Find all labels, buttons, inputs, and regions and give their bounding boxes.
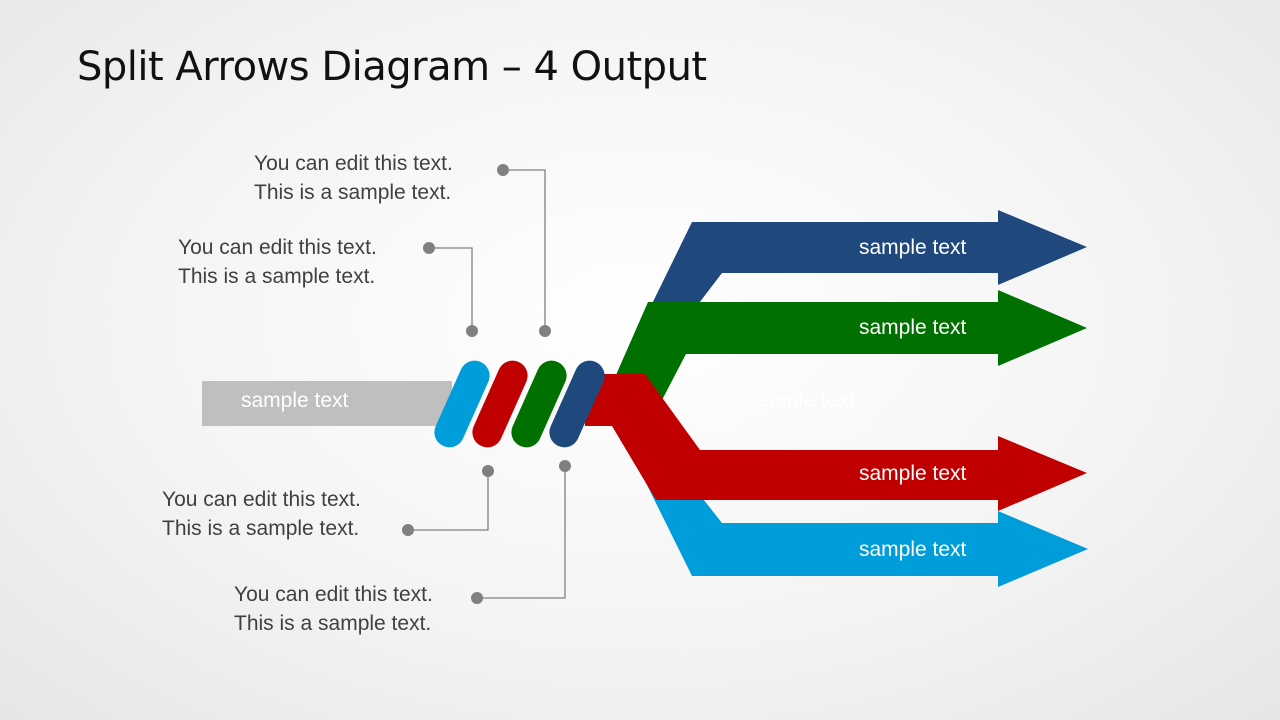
output-label-red: sample text	[859, 462, 967, 485]
connector-dot	[402, 524, 414, 536]
callout-line: This is a sample text.	[178, 265, 376, 288]
connector-lines	[408, 169, 566, 599]
callout-1: You can edit this text. This is a sample…	[254, 149, 453, 207]
connector-line-4	[477, 466, 566, 599]
output-arrow-cyan	[605, 400, 1088, 587]
connector-line-3	[408, 471, 489, 531]
twist-bands	[434, 360, 605, 448]
output-label-cyan: sample text	[859, 538, 967, 561]
output-label-green: sample text	[859, 316, 967, 339]
connector-dot	[466, 325, 478, 337]
output-arrow-blue	[605, 210, 1087, 400]
callout-line: You can edit this text.	[254, 152, 453, 175]
twist-band-blue	[549, 360, 605, 448]
twist-band-red	[472, 360, 528, 448]
callout-2: You can edit this text. This is a sample…	[178, 233, 377, 291]
callout-line: This is a sample text.	[234, 612, 432, 635]
callout-line: This is a sample text.	[254, 181, 452, 204]
connector-dot	[482, 465, 494, 477]
connector-line-1	[503, 169, 546, 331]
page-title: Split Arrows Diagram – 4 Output	[77, 44, 707, 90]
output-label-blue: sample text	[859, 236, 967, 259]
connector-dot	[471, 592, 483, 604]
callout-4: You can edit this text. This is a sample…	[234, 580, 433, 638]
output-arrow-red	[585, 374, 1087, 511]
input-bar	[202, 381, 452, 426]
connector-dot	[497, 164, 509, 176]
connector-dot	[559, 460, 571, 472]
twist-band-green	[511, 360, 567, 448]
connector-dot	[539, 325, 551, 337]
twist-band-cyan	[434, 360, 490, 448]
callout-3: You can edit this text. This is a sample…	[162, 485, 361, 543]
callout-line: This is a sample text.	[162, 517, 360, 540]
output-arrow-green	[605, 290, 1087, 400]
input-label: sample text	[241, 389, 349, 412]
callout-line: You can edit this text.	[178, 236, 377, 259]
connector-dot	[423, 242, 435, 254]
connector-line-2	[429, 247, 473, 331]
center-label: sample text	[747, 389, 855, 412]
callout-line: You can edit this text.	[162, 488, 361, 511]
connector-dots	[402, 164, 571, 604]
callout-line: You can edit this text.	[234, 583, 433, 606]
